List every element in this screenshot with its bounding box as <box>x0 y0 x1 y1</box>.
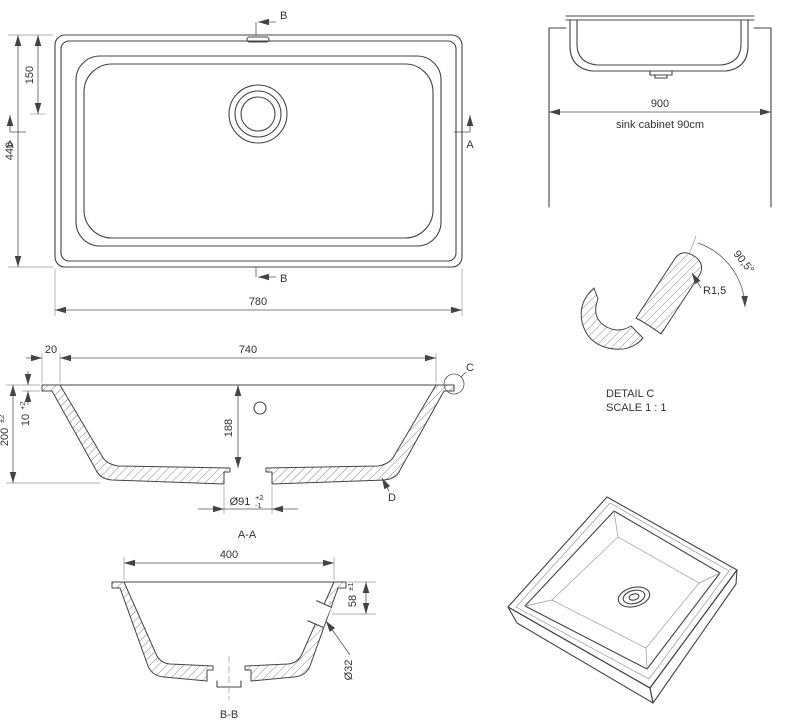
dim-depth-label: 188 <box>223 419 235 437</box>
section-b-bottom-label: B <box>280 273 287 285</box>
dim-drain-offset-label: 150 <box>24 66 36 84</box>
bb-dimensions: 400 58 ±1 Ø32 <box>123 549 376 681</box>
cabinet-dimension: 900 sink cabinet 90cm <box>549 98 771 131</box>
dim-overflow-offset-tol: ±1 <box>346 583 355 591</box>
bb-left-wall <box>111 581 214 682</box>
detail-c-crescent <box>580 287 644 350</box>
bb-right-wall <box>244 581 347 682</box>
dim-rim-thickness-tol: +2 <box>18 401 27 410</box>
detail-c-rim-tip <box>635 252 703 335</box>
detail-c-scale: SCALE 1 : 1 <box>606 402 667 414</box>
aa-detail-markers: C D <box>381 362 474 504</box>
sink-outline-plan <box>54 34 463 268</box>
iso-body-right <box>649 569 738 704</box>
section-aa-view: 740 20 10 +2 200 ±2 188 Ø91 <box>0 344 474 541</box>
detail-c-title: DETAIL C <box>606 388 654 400</box>
section-bb-view: 400 58 ±1 Ø32 B-B <box>111 549 376 721</box>
iso-drain <box>617 586 651 608</box>
dim-overflow-offset-label: 58 <box>347 595 359 607</box>
plan-dimensions: 440 150 780 <box>4 34 463 316</box>
dim-cabinet-width-label: 900 <box>651 98 669 110</box>
overflow-slot <box>246 36 270 43</box>
dim-flange-label: 20 <box>45 344 57 356</box>
marker-c-label: C <box>466 362 474 374</box>
section-markers: B B A A <box>6 10 474 285</box>
detail-c-circle <box>443 373 465 395</box>
sink-profile-front <box>565 15 755 79</box>
section-bb-title: B-B <box>220 709 238 721</box>
detail-c-view: 90,5° R1,5 DETAIL C SCALE 1 : 1 <box>580 235 756 414</box>
section-aa-title: A-A <box>238 529 257 541</box>
dim-drain-dia-tol-upper: +2 <box>255 493 264 502</box>
dim-overflow-dia-label: Ø32 <box>343 660 355 681</box>
isometric-view <box>507 496 738 704</box>
cabinet-elevation: 900 sink cabinet 90cm <box>548 15 772 208</box>
section-a-right-label: A <box>466 139 474 151</box>
section-a-left-label: A <box>6 139 14 151</box>
dim-width-label: 780 <box>249 296 267 308</box>
aa-right-wall <box>265 384 455 485</box>
plan-view: 440 150 780 B B A A <box>4 10 474 316</box>
iso-body-left <box>507 606 654 704</box>
drain-fitting-lower <box>654 74 668 79</box>
dim-drain-dia-tol-lower: -1 <box>255 501 262 510</box>
section-b-top-label: B <box>280 10 287 22</box>
dim-bowl-width-label: 740 <box>239 344 257 356</box>
dim-rim-thickness-label: 10 <box>20 414 32 426</box>
overflow-hole-section <box>253 401 267 415</box>
dim-height-tol: ±2 <box>0 415 6 423</box>
dim-drain-dia-label: Ø91 <box>230 496 251 508</box>
cabinet-caption: sink cabinet 90cm <box>616 119 704 131</box>
overflow-hole-gap <box>308 600 332 628</box>
dim-height-label: 440 <box>4 142 16 160</box>
dim-bowl-width-bb-label: 400 <box>220 549 238 561</box>
drain-plan <box>228 84 288 144</box>
cabinet-outline <box>548 27 772 208</box>
aa-left-wall <box>41 384 231 485</box>
dim-height-label-aa: 200 <box>0 428 11 446</box>
drain-fitting <box>649 70 673 76</box>
detail-c-radius-label: R1,5 <box>703 285 726 297</box>
aa-dimensions: 740 20 10 +2 200 ±2 188 Ø91 <box>0 344 437 514</box>
marker-d-label: D <box>388 492 396 504</box>
